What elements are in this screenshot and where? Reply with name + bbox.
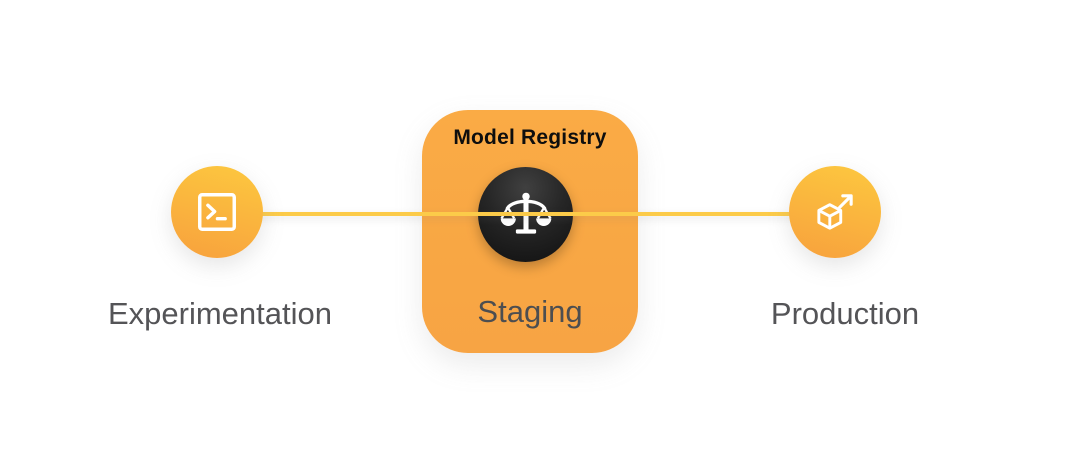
connector-line — [217, 212, 835, 216]
stage-label-staging: Staging — [477, 294, 583, 329]
node-production — [789, 166, 881, 258]
stage-label-experimentation: Experimentation — [107, 296, 332, 331]
card-title: Model Registry — [453, 126, 607, 149]
stage-label-production: Production — [770, 296, 920, 331]
node-experimentation — [171, 166, 263, 258]
deploy-cube-icon — [817, 194, 853, 230]
model-registry-card: Model Registry Staging — [422, 110, 638, 353]
terminal-icon — [198, 193, 236, 231]
